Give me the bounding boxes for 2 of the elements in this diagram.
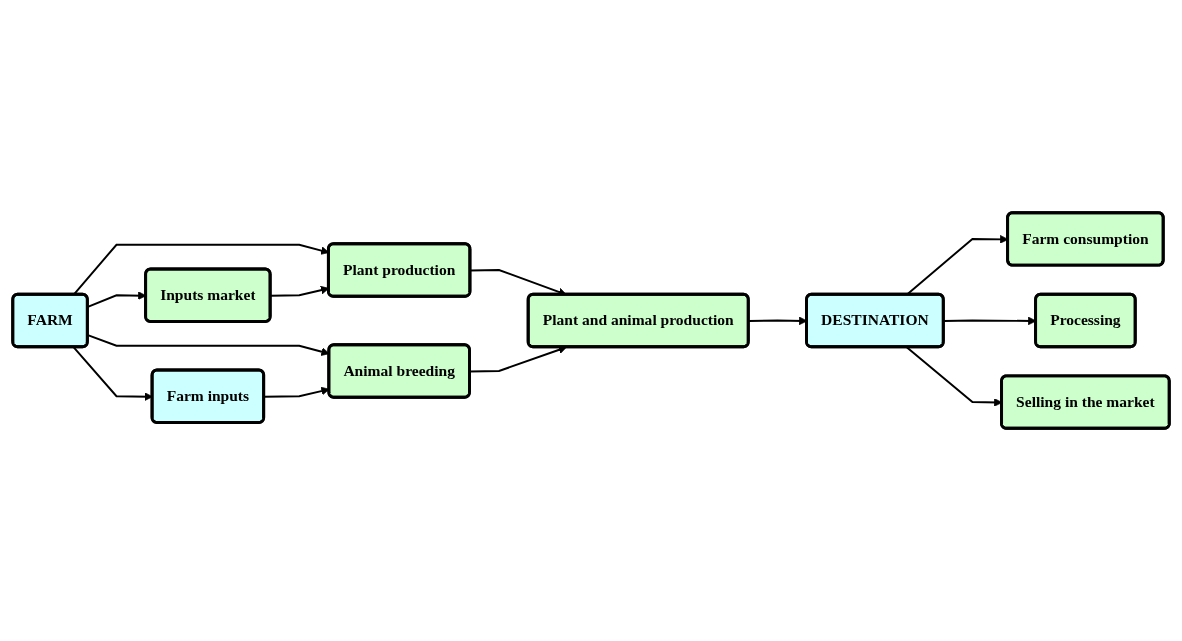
arrow <box>72 346 153 401</box>
arrow <box>263 386 330 398</box>
